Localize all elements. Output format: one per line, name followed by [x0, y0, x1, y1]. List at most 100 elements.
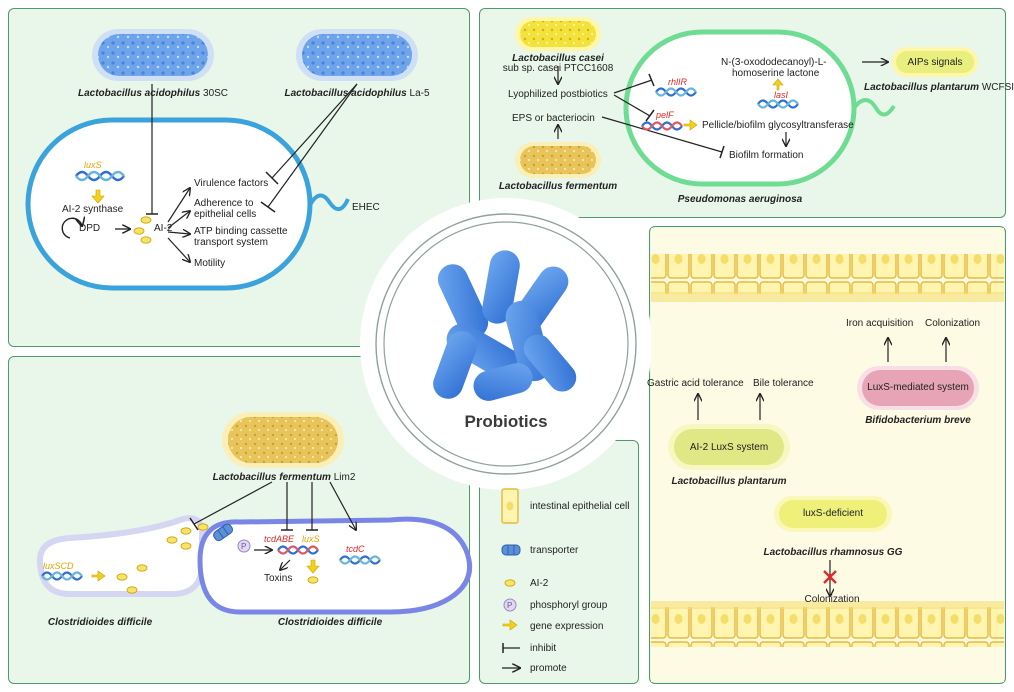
- gene-luxscd-label: luxSCD: [43, 561, 74, 571]
- cdiff-cell-left: [36, 515, 206, 597]
- ai2-molecule: [116, 573, 128, 581]
- lactone-label-2: homoserine lactone: [732, 68, 820, 79]
- legend-transporter: transporter: [530, 545, 579, 556]
- gene-tcdabe-label: tcdABE: [264, 534, 295, 544]
- ai2-molecule: [504, 579, 516, 587]
- legend-phosphoryl: phosphoryl group: [530, 600, 608, 611]
- target-abc-2: transport system: [194, 237, 268, 248]
- epithelium-top: [651, 254, 1004, 294]
- label-plantarum-top: Lactobacillus plantarum WCFSI: [864, 82, 1014, 93]
- ai2-molecule: [126, 586, 138, 594]
- label-pseudomonas: Pseudomonas aeruginosa: [677, 194, 803, 205]
- center-probiotics: [360, 198, 652, 490]
- ai2-molecule: [140, 236, 152, 244]
- cdiff-cell-right: [197, 516, 472, 615]
- iron-label: Iron acquisition: [846, 318, 914, 329]
- label-lab-la5: Lactobacillus acidophilus La-5: [284, 88, 430, 99]
- gene-expression-arrow: [306, 559, 320, 574]
- dna-luxscd-icon: [41, 571, 83, 581]
- target-adherence-2: epithelial cells: [194, 209, 257, 220]
- phosphoryl-group-icon: [237, 539, 251, 553]
- eps-label: EPS or bacteriocin: [512, 113, 595, 124]
- label-casei-sub: sub sp. casei PTCC1608: [502, 63, 614, 74]
- label-casei: Lactobacillus casei: [512, 53, 604, 64]
- label-cdiff-right: Clostridioides difficile: [277, 617, 383, 628]
- blocked-icon: [823, 570, 837, 584]
- pseudomonas-cell: [623, 29, 857, 187]
- label-fermentum-lim2: Lactobacillus fermentum Lim2: [212, 472, 356, 483]
- ehec-label: EHEC: [352, 202, 380, 213]
- intestine-section: [651, 228, 1004, 682]
- gene-tcdc-label: tcdC: [346, 544, 365, 554]
- dna-pelf-icon: [641, 121, 683, 131]
- probiotic-rods-icon: [433, 250, 577, 401]
- postbiotics-label: Lyophilized postbiotics: [508, 89, 608, 100]
- ai2-molecule: [136, 564, 148, 572]
- gene-luxs-label: luxS: [84, 160, 102, 170]
- luxs-system-label: LuxS-mediated system: [867, 382, 969, 393]
- target-virulence: Virulence factors: [194, 178, 269, 189]
- legend-phosphoryl-letter: P: [507, 601, 513, 610]
- gene-expression-arrow: [502, 619, 518, 631]
- ai2-molecule: [140, 216, 152, 224]
- legend-ai2: AI-2: [530, 578, 549, 589]
- epithelial-cell-icon: [501, 488, 519, 524]
- legend-icons: [501, 488, 521, 668]
- page-title: Probiotics: [464, 412, 548, 431]
- label-rhamnosus: Lactobacillus rhamnosus GG: [763, 547, 903, 558]
- biofilm-label: Biofilm formation: [729, 150, 804, 161]
- dna-tcdc-icon: [339, 555, 381, 565]
- luxs-deficient-label: luxS-deficient: [802, 508, 864, 519]
- dna-tcdabe-icon: [277, 545, 319, 555]
- toxins-label: Toxins: [264, 573, 293, 584]
- pellicle-label: Pellicle/biofilm glycosyltransferase: [702, 120, 854, 131]
- dna-rhlir-icon: [655, 87, 697, 97]
- ai2-molecule: [307, 576, 319, 584]
- colonization-bottom-label: Colonization: [804, 594, 860, 605]
- gene-rhlir-label: rhlIR: [668, 77, 688, 87]
- phosphoryl-group-icon: [503, 598, 517, 612]
- gastric-label: Gastric acid tolerance: [647, 378, 744, 389]
- cycle-arrow: [61, 218, 82, 239]
- gene-pelf-label: pelF: [656, 110, 674, 120]
- clostridioides-section: [36, 412, 472, 615]
- ai2-molecule: [180, 542, 192, 550]
- label-bifido: Bifidobacterium breve: [865, 415, 971, 426]
- dpd-label: DPD: [79, 223, 101, 234]
- ai2-synthase-label: AI-2 synthase: [62, 204, 124, 215]
- aips-label: AIPs signals: [907, 57, 963, 68]
- ehec-section: [25, 29, 418, 291]
- label-cdiff-left: Clostridioides difficile: [47, 617, 153, 628]
- colonization-top-label: Colonization: [925, 318, 981, 329]
- gene-luxs-cdiff-label: luxS: [302, 534, 320, 544]
- label-fermentum-top: Lactobacillus fermentum: [498, 181, 618, 192]
- lactone-label-1: N-(3-oxododecanoyl)-L-: [721, 57, 827, 68]
- ai2-molecule: [133, 227, 145, 235]
- bile-label: Bile tolerance: [753, 378, 814, 389]
- label-plantarum-bottom: Lactobacillus plantarum: [671, 476, 787, 487]
- ai2-system-label: AI-2 LuxS system: [689, 442, 769, 453]
- epithelium-bottom: [651, 607, 1004, 647]
- ai2-label: AI-2: [154, 223, 173, 234]
- phosphoryl-label: P: [241, 542, 247, 551]
- dna-luxs-icon: [75, 170, 125, 182]
- target-abc-1: ATP binding cassette: [194, 226, 288, 237]
- target-adherence-1: Adherence to: [194, 198, 254, 209]
- legend-inhibit: inhibit: [530, 643, 557, 654]
- gene-expression-arrow: [772, 78, 784, 91]
- target-motility: Motility: [194, 258, 226, 269]
- legend-gene-expression: gene expression: [530, 621, 604, 632]
- ai2-molecule: [197, 523, 209, 531]
- transporter-icon: [501, 544, 521, 556]
- legend-promote: promote: [530, 663, 567, 674]
- pseudomonas-section: [515, 17, 978, 187]
- label-lab-30sc: Lactobacillus acidophilus 30SC: [77, 88, 229, 99]
- dna-lasi-icon: [757, 99, 799, 109]
- gene-expression-arrow: [683, 119, 698, 131]
- transporter-icon: [213, 523, 234, 542]
- ai2-molecule: [180, 527, 192, 535]
- legend-epithelial-cell: intestinal epithelial cell: [530, 501, 630, 512]
- gene-expression-arrow: [91, 189, 105, 204]
- gene-lasi-label: lasI: [774, 90, 789, 100]
